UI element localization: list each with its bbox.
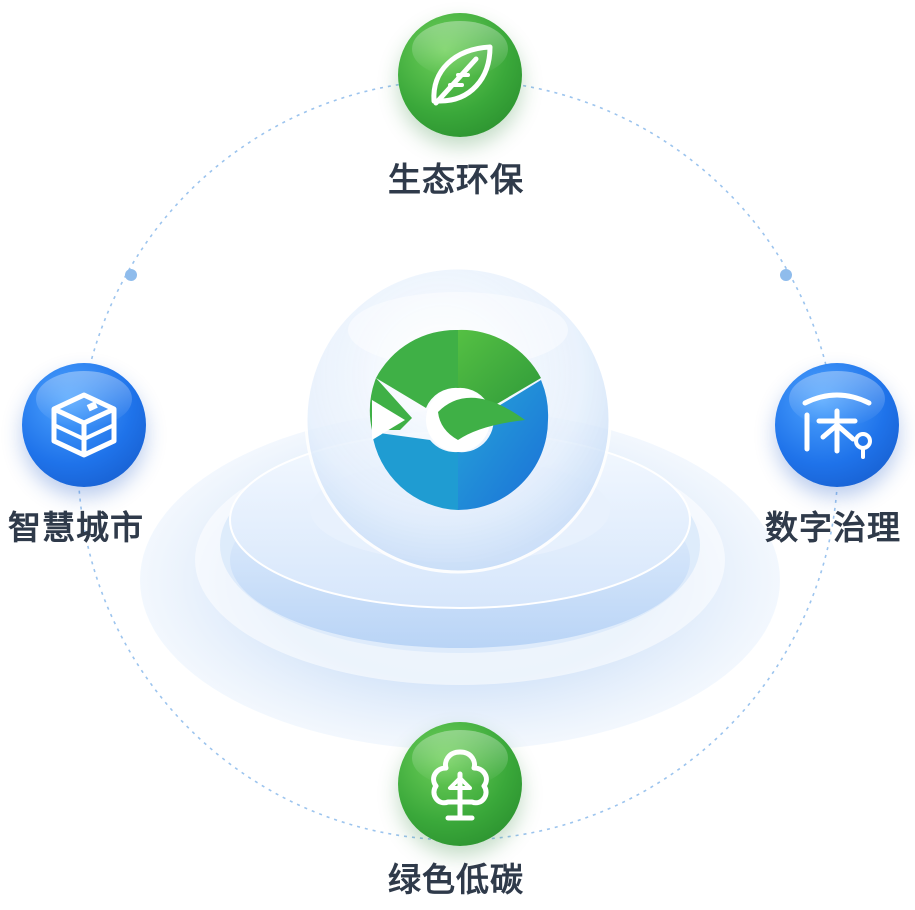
orbit-dot-left bbox=[125, 269, 137, 281]
node-eco-protection[interactable] bbox=[398, 13, 522, 137]
orbit-dot-right bbox=[780, 269, 792, 281]
center-logo-icon bbox=[369, 329, 549, 510]
label-green-low-carbon: 绿色低碳 bbox=[388, 860, 524, 899]
label-digital-governance: 数字治理 bbox=[765, 508, 901, 547]
label-smart-city: 智慧城市 bbox=[8, 508, 144, 547]
tree-icon bbox=[431, 749, 489, 821]
node-smart-city[interactable] bbox=[22, 363, 146, 487]
node-digital-governance[interactable] bbox=[775, 363, 899, 487]
node-green-low-carbon[interactable] bbox=[398, 722, 522, 846]
leaf-icon bbox=[431, 44, 493, 106]
governance-icon bbox=[802, 392, 872, 459]
label-eco-protection: 生态环保 bbox=[388, 160, 524, 199]
city-cube-icon bbox=[51, 392, 117, 458]
